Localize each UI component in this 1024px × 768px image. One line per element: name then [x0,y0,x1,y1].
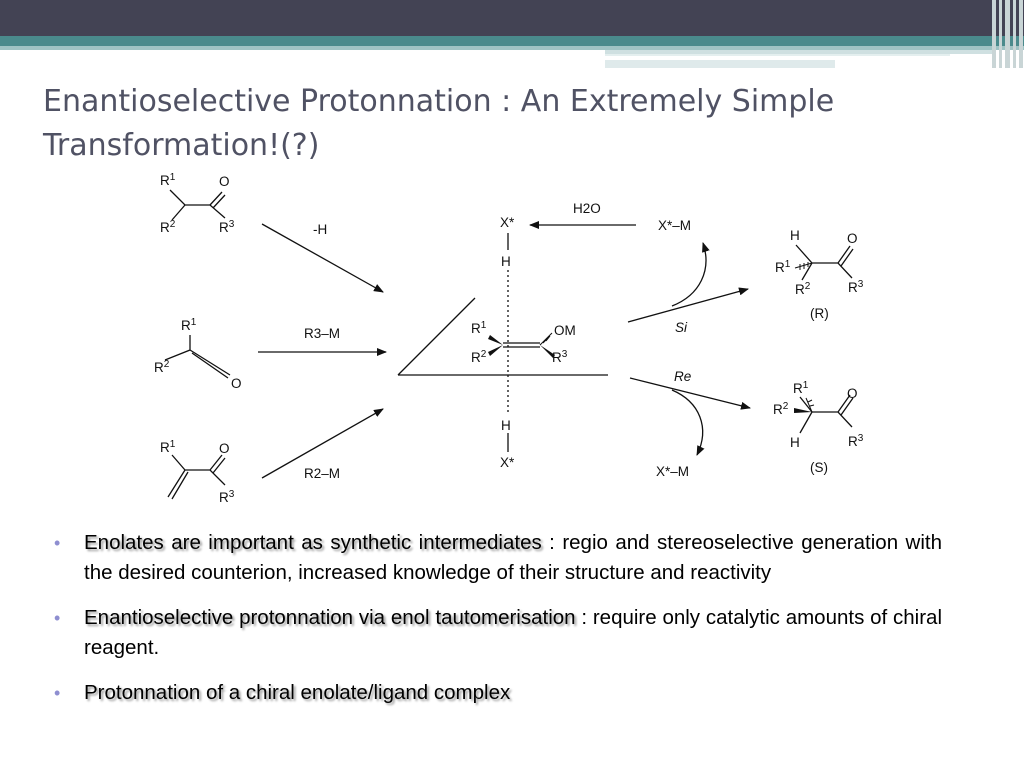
bullet-item: • Enolates are important as synthetic int… [54,528,942,588]
product-r-label: (R) [810,306,829,321]
header-accent-thin-stripe [0,46,1024,50]
svg-text:R1: R1 [181,317,197,334]
bullet-emphasis: Enantioselective protonnation via enol t… [84,606,576,629]
svg-text:R3: R3 [848,279,864,296]
reagent-r3-m: R3–M [304,326,340,341]
reagent-xstar-m-top: X*–M [658,218,691,233]
proton-top: H [501,254,511,269]
re-face-label: Re [674,369,691,384]
svg-text:O: O [231,376,242,391]
svg-text:R1: R1 [775,259,791,276]
svg-text:R3: R3 [219,219,235,236]
svg-text:R1: R1 [160,172,176,189]
bullet-icon: • [54,608,61,628]
reaction-scheme: R1 O R2 R3 R1 R2 O R1 O R3 R1 R2 R3 H O … [154,172,864,506]
arrow-si-face [627,287,749,323]
slide-title: Enantioselective Protonnation : An Extre… [43,84,835,163]
svg-text:R3: R3 [848,433,864,450]
svg-text:R2: R2 [471,349,487,366]
svg-text:H: H [790,435,800,450]
svg-text:O: O [847,386,858,401]
curved-arrow-bottom [671,389,705,456]
svg-text:H: H [790,228,800,243]
bullet-item: • Protonnation of a chiral enolate/ligand… [54,678,942,708]
svg-text:O: O [219,174,230,189]
bullet-list: • Enolates are important as synthetic int… [54,528,942,723]
acid-x-bottom: X* [500,455,515,470]
bullet-emphasis: Enolates are important as synthetic inte… [84,531,542,554]
decorative-line [605,50,995,54]
bullet-item: • Enantioselective protonnation via enol … [54,603,942,663]
decorative-vertical-bars [990,0,1024,68]
header-accent-stripe [0,36,1024,46]
bullet-icon: • [54,683,61,703]
ketene-skeleton [164,335,231,379]
proton-bottom: H [501,418,511,433]
decorative-line [605,60,835,68]
acid-x-top: X* [500,215,515,230]
svg-text:O: O [847,231,858,246]
curved-arrow-top [671,242,710,307]
arrow-re-face [629,377,751,410]
product-s-label: (S) [810,460,828,475]
header-band [0,0,1024,36]
product-r-skeleton [795,244,854,281]
reagent-minus-h: -H [313,222,327,237]
bullet-icon: • [54,533,61,553]
arrow-conjugate-addition [261,408,384,479]
enolate-plane [397,297,608,376]
reagent-xstar-m-bottom: X*–M [656,464,689,479]
bullet-emphasis: Protonnation of a chiral enolate/ligand … [84,681,511,704]
ketone-skeleton [169,189,226,219]
decorative-line [605,54,950,56]
reagent-r2-m: R2–M [304,466,340,481]
enolate-om: OM [554,323,576,338]
enone-skeleton [167,454,226,500]
si-face-label: Si [675,320,688,335]
svg-text:R2: R2 [795,281,811,298]
svg-text:R2: R2 [154,359,170,376]
svg-text:R2: R2 [160,219,176,236]
bullet-text: : require only catalytic amounts of chir… [84,606,942,659]
svg-text:O: O [219,441,230,456]
reagent-water: H2O [573,201,601,216]
bullet-text: : regio and stereoselective generation w… [84,531,942,584]
svg-text:R1: R1 [793,380,809,397]
svg-text:R1: R1 [160,439,176,456]
svg-text:R1: R1 [471,320,487,337]
svg-text:R2: R2 [773,401,789,418]
arrow-deprotonation [261,223,384,293]
product-s-skeleton [799,394,854,434]
svg-text:R3: R3 [219,489,235,506]
svg-text:R3: R3 [552,349,568,366]
